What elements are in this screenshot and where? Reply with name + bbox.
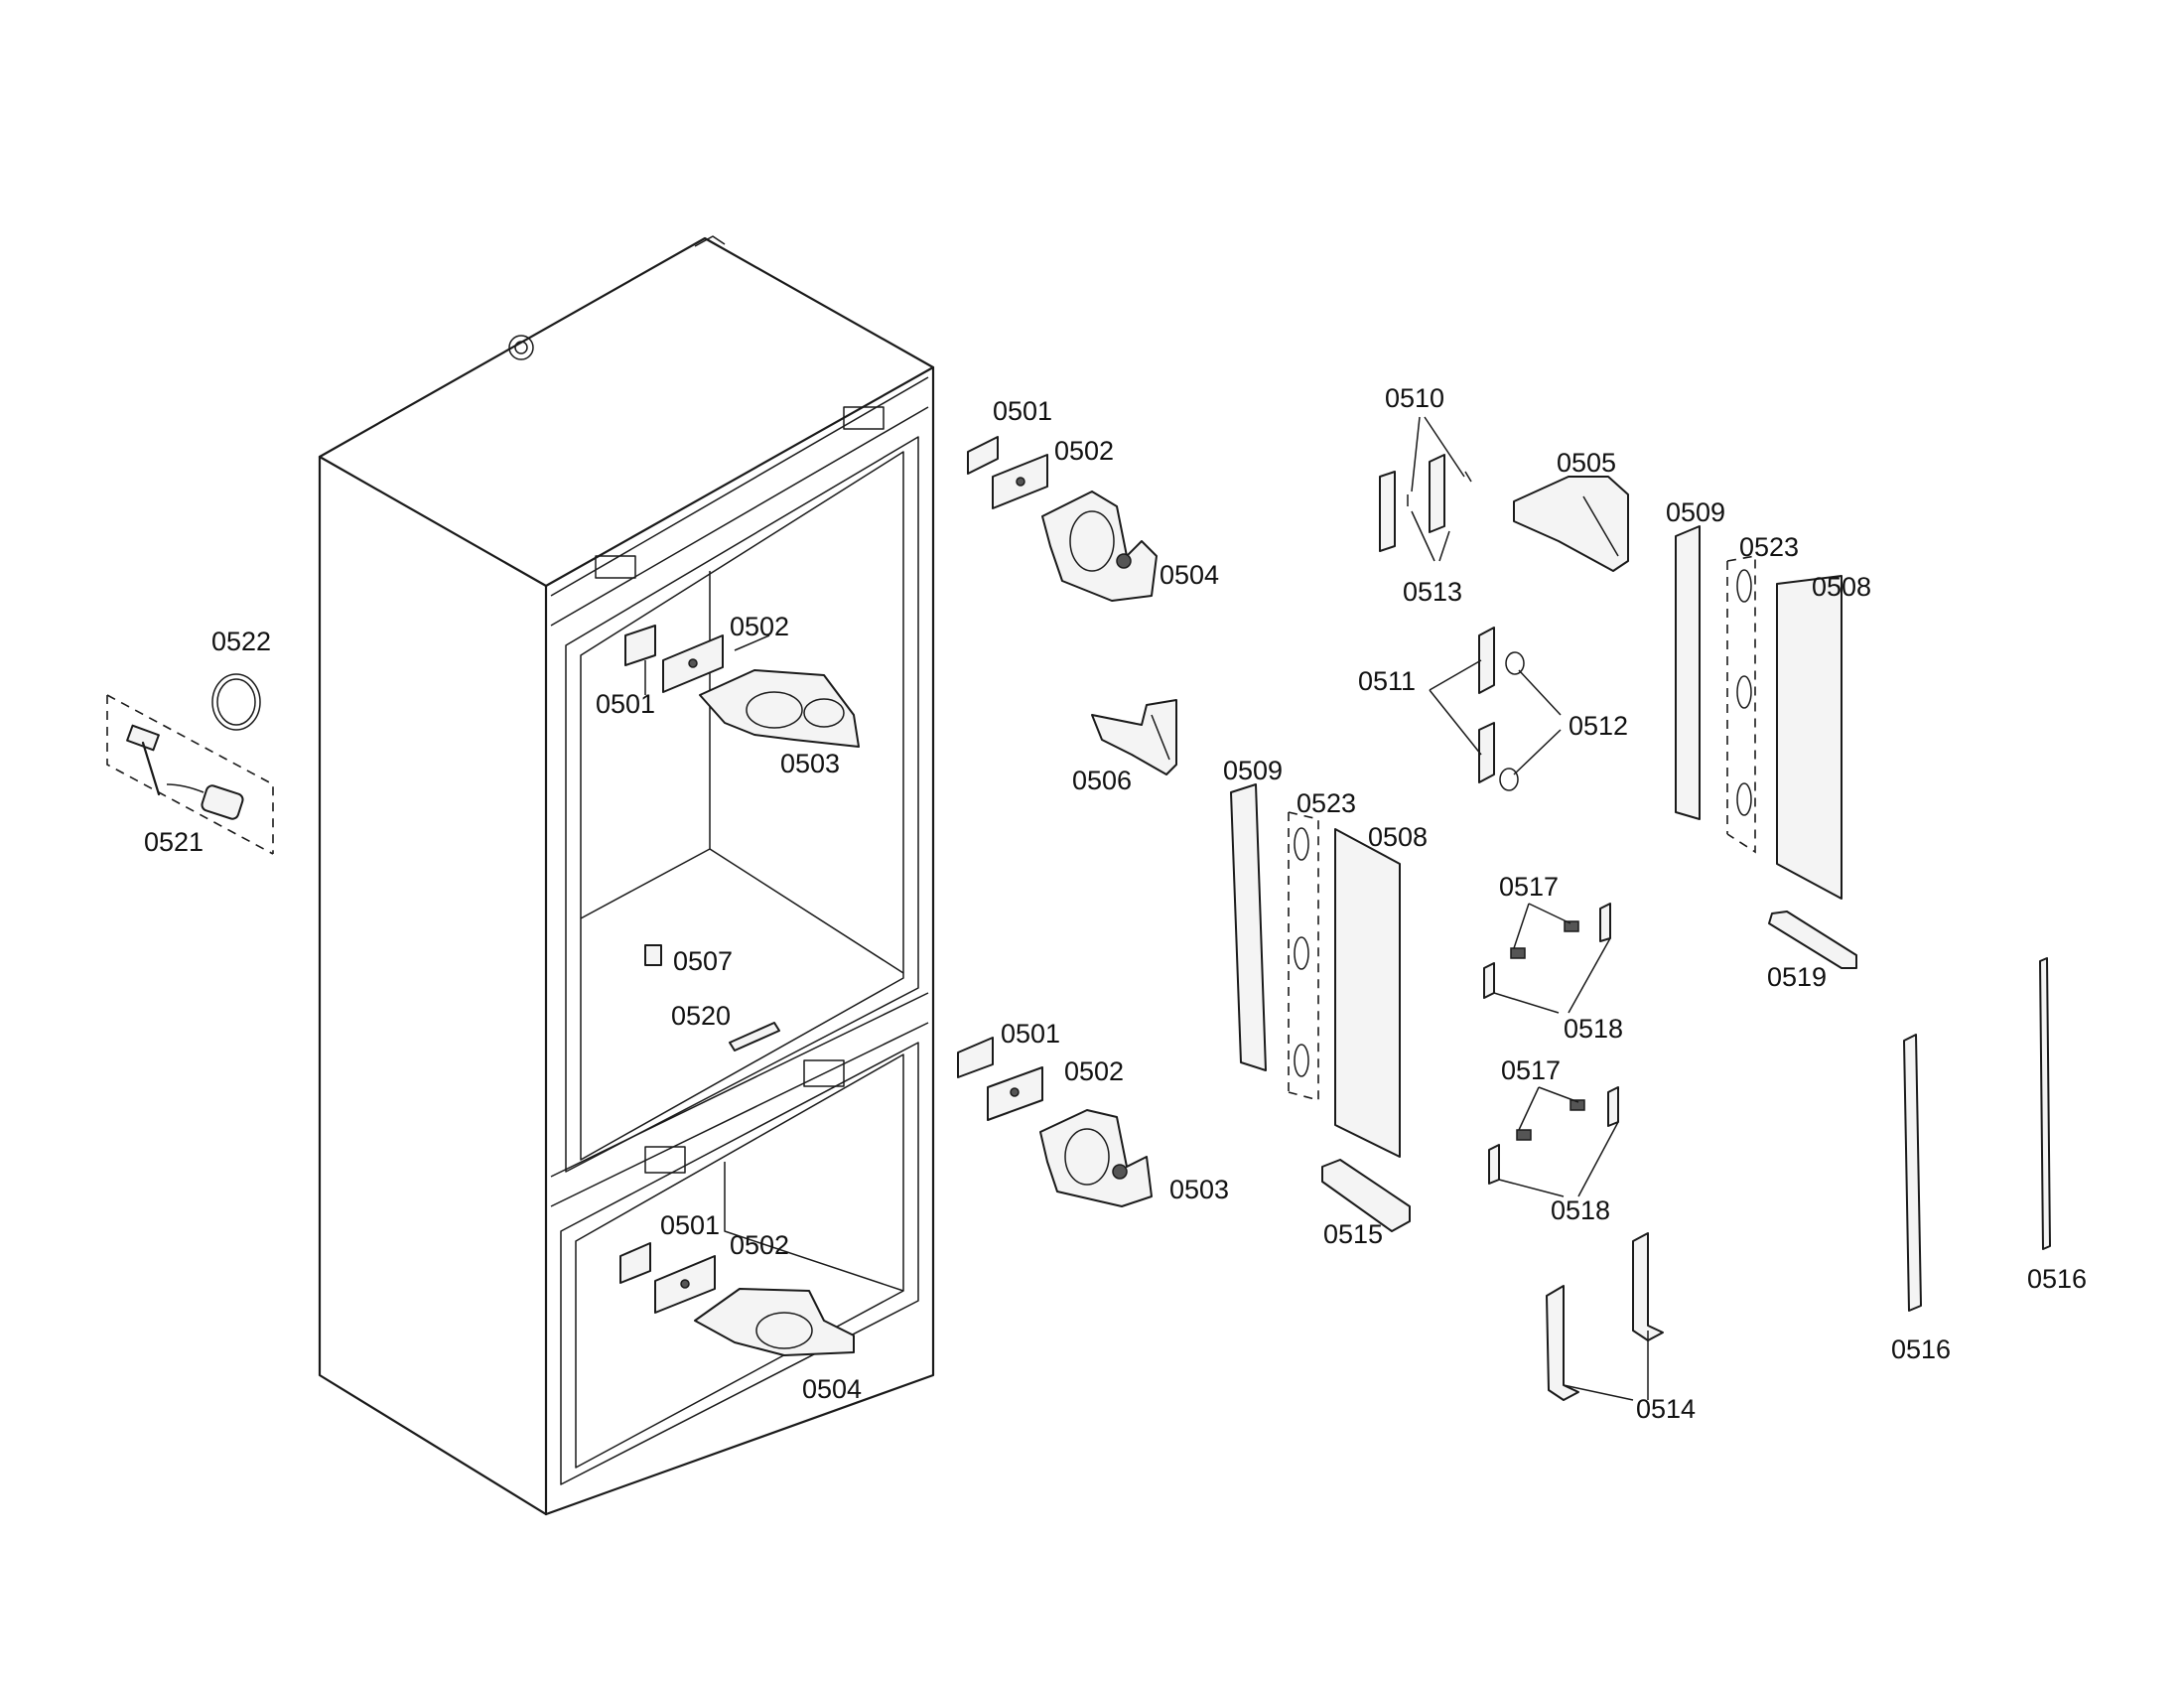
label-0510: 0510 (1385, 383, 1444, 413)
label-0508-a: 0508 (1812, 572, 1871, 602)
label-0518-b: 0518 (1551, 1195, 1610, 1225)
label-0523-b: 0523 (1297, 788, 1356, 818)
part-0515 (1321, 1159, 1411, 1232)
label-0502-a: 0502 (1054, 436, 1114, 466)
label-0509-a: 0509 (1666, 497, 1725, 527)
part-0521-assembly (106, 694, 274, 855)
label-0511: 0511 (1358, 666, 1416, 696)
label-0507: 0507 (673, 946, 733, 976)
label-0517-a: 0517 (1499, 872, 1559, 902)
part-0507-clip (644, 944, 662, 966)
part-0510-0513-clips (1379, 454, 1472, 552)
label-0502-b: 0502 (730, 612, 789, 641)
panel-set-left (1230, 783, 1401, 1158)
leader-lines (644, 416, 1649, 1401)
part-0520-strip (729, 1022, 780, 1052)
label-0504-b: 0504 (802, 1374, 862, 1404)
label-0514: 0514 (1636, 1394, 1696, 1424)
label-0516-a: 0516 (2027, 1264, 2087, 1294)
part-labels: 0501 0502 0504 0510 0505 0513 0509 0523 … (144, 383, 2087, 1424)
label-0501-d: 0501 (660, 1210, 720, 1240)
part-0505-cover (1513, 476, 1629, 572)
hinge-group-middle (957, 1037, 1153, 1207)
label-0516-b: 0516 (1891, 1334, 1951, 1364)
label-0508-b: 0508 (1368, 822, 1428, 852)
label-0522: 0522 (211, 627, 271, 656)
label-0515: 0515 (1323, 1219, 1383, 1249)
part-0517-0518-lower (1488, 1086, 1619, 1185)
hinge-group-upper-outer (967, 436, 1158, 602)
hinge-group-lower (619, 1242, 855, 1356)
label-0518-a: 0518 (1564, 1014, 1623, 1044)
label-0509-b: 0509 (1223, 756, 1283, 785)
label-0502-d: 0502 (730, 1230, 789, 1260)
label-0506: 0506 (1072, 766, 1132, 795)
part-0522-clamp-ring (211, 673, 261, 731)
refrigerator-cabinet (318, 235, 935, 1516)
label-0503-a: 0503 (780, 749, 840, 778)
label-0521: 0521 (144, 827, 204, 857)
panel-set-right (1675, 525, 1843, 900)
label-0501-a: 0501 (993, 396, 1052, 426)
label-0519: 0519 (1767, 962, 1827, 992)
part-0511-0512-brackets (1478, 627, 1525, 791)
label-0512: 0512 (1569, 711, 1628, 741)
label-0523-a: 0523 (1739, 532, 1799, 562)
label-0520: 0520 (671, 1001, 731, 1031)
part-0519-strip (1768, 911, 1857, 969)
label-0517-b: 0517 (1501, 1055, 1561, 1085)
hinge-group-upper-inner (624, 625, 860, 748)
part-0514-brackets (1546, 1232, 1664, 1401)
label-0504-a: 0504 (1160, 560, 1219, 590)
label-0513: 0513 (1403, 577, 1462, 607)
label-0505: 0505 (1557, 448, 1616, 478)
label-0501-c: 0501 (1001, 1019, 1060, 1049)
label-0501-b: 0501 (596, 689, 655, 719)
label-0503-b: 0503 (1169, 1175, 1229, 1204)
part-0516-rods (1903, 957, 2051, 1312)
part-0506-bracket (1091, 699, 1177, 775)
part-0517-0518-upper (1483, 903, 1611, 999)
label-0502-c: 0502 (1064, 1056, 1124, 1086)
